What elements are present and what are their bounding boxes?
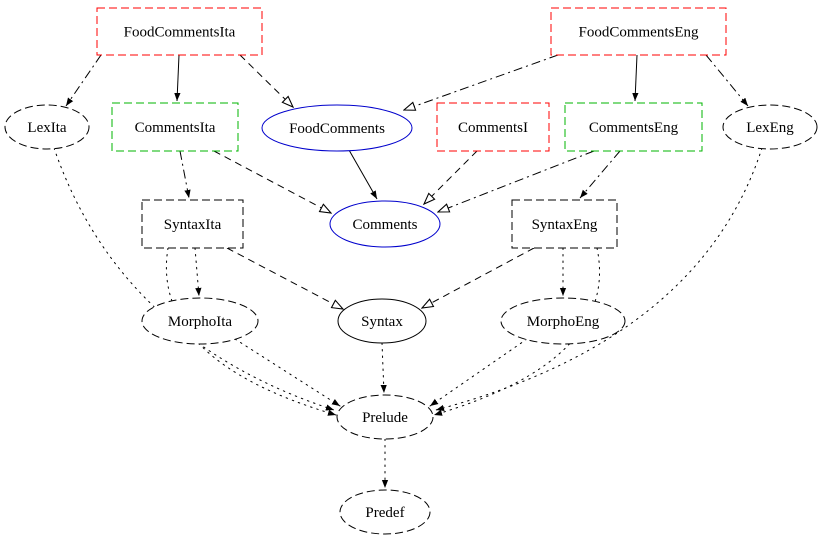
- Predef-label: Predef: [365, 505, 404, 521]
- edge-SyntaxEng-Syntax: [422, 247, 535, 308]
- edge-FoodComments-Comments: [348, 149, 378, 200]
- MorphoEng-label: MorphoEng: [527, 314, 600, 330]
- node-Syntax: Syntax: [337, 298, 427, 344]
- edge-CommentsEng-SyntaxEng: [579, 150, 621, 199]
- LexIta-label: LexIta: [27, 120, 66, 136]
- Comments-shape: [329, 200, 441, 248]
- edge-CommentsEng-Comments: [438, 150, 595, 212]
- FoodCommentsEng-label: FoodCommentsEng: [578, 25, 699, 41]
- node-FoodCommentsIta: FoodCommentsIta: [96, 7, 263, 56]
- SyntaxEng-label: SyntaxEng: [532, 217, 598, 233]
- SyntaxIta-shape: [141, 199, 244, 249]
- FoodComments-shape: [261, 104, 413, 152]
- node-CommentsI: CommentsI: [436, 102, 550, 152]
- edge-FoodCommentsEng-FoodComments: [404, 54, 559, 110]
- node-MorphoIta: MorphoIta: [141, 297, 259, 345]
- edge-FoodCommentsIta-CommentsIta: [174, 54, 181, 102]
- CommentsIta-label: CommentsIta: [135, 120, 216, 136]
- node-Predef: Predef: [339, 489, 431, 535]
- edge-FoodCommentsEng-LexEng: [705, 54, 749, 107]
- CommentsEng-label: CommentsEng: [589, 120, 679, 136]
- node-LexIta: LexIta: [4, 104, 90, 150]
- Syntax-shape: [337, 298, 427, 344]
- node-Comments: Comments: [329, 200, 441, 248]
- edge-FoodCommentsEng-CommentsEng: [632, 54, 639, 102]
- edge-MorphoEng-Prelude: [429, 338, 528, 407]
- node-CommentsIta: CommentsIta: [111, 102, 239, 152]
- LexIta-shape: [4, 104, 90, 150]
- edge-FoodCommentsIta-LexIta: [65, 54, 102, 107]
- edge-SyntaxEng-Prelude: [433, 247, 601, 416]
- MorphoEng-shape: [500, 297, 626, 345]
- edges-layer: [53, 54, 763, 489]
- Prelude-label: Prelude: [362, 410, 408, 426]
- edge-LexEng-Prelude: [435, 147, 763, 411]
- CommentsI-shape: [436, 102, 550, 152]
- MorphoIta-label: MorphoIta: [168, 314, 232, 330]
- SyntaxEng-shape: [511, 199, 618, 249]
- node-Prelude: Prelude: [336, 394, 434, 440]
- node-MorphoEng: MorphoEng: [500, 297, 626, 345]
- FoodCommentsIta-label: FoodCommentsIta: [124, 25, 236, 41]
- node-FoodComments: FoodComments: [261, 104, 413, 152]
- Syntax-label: Syntax: [361, 314, 403, 330]
- node-CommentsEng: CommentsEng: [564, 102, 703, 152]
- CommentsI-label: CommentsI: [458, 120, 528, 136]
- SyntaxIta-label: SyntaxIta: [164, 217, 222, 233]
- FoodCommentsIta-shape: [96, 7, 263, 56]
- edge-SyntaxIta-Syntax: [226, 247, 343, 309]
- edge-SyntaxIta-Prelude: [166, 247, 337, 416]
- MorphoIta-shape: [141, 297, 259, 345]
- edge-LexIta-Prelude: [53, 147, 335, 411]
- node-FoodCommentsEng: FoodCommentsEng: [550, 7, 727, 56]
- edge-SyntaxIta-MorphoIta: [194, 247, 202, 297]
- LexEng-label: LexEng: [746, 120, 794, 136]
- LexEng-shape: [722, 104, 818, 150]
- node-SyntaxEng: SyntaxEng: [511, 199, 618, 249]
- FoodCommentsEng-shape: [550, 7, 727, 56]
- node-LexEng: LexEng: [722, 104, 818, 150]
- edge-MorphoIta-Prelude: [234, 338, 341, 407]
- edge-CommentsI-Comments: [424, 150, 478, 204]
- Predef-shape: [339, 489, 431, 535]
- CommentsIta-shape: [111, 102, 239, 152]
- edge-FoodCommentsIta-FoodComments: [239, 54, 293, 107]
- Comments-label: Comments: [352, 217, 417, 233]
- Prelude-shape: [336, 394, 434, 440]
- edge-CommentsIta-Comments: [213, 150, 331, 213]
- FoodComments-label: FoodComments: [289, 121, 385, 137]
- edge-CommentsIta-SyntaxIta: [179, 150, 191, 199]
- CommentsEng-shape: [564, 102, 703, 152]
- edge-Syntax-Prelude: [380, 342, 387, 394]
- node-SyntaxIta: SyntaxIta: [141, 199, 244, 249]
